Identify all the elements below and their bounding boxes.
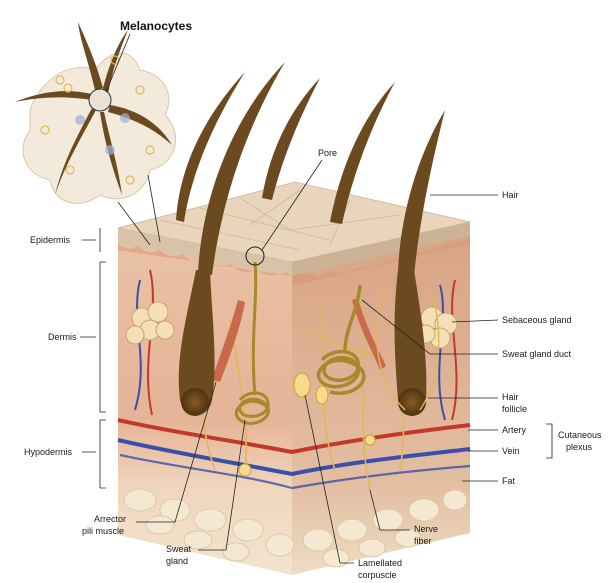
melanocytes-inset bbox=[15, 22, 176, 245]
label-dermis: Dermis bbox=[48, 332, 77, 342]
label-arrector-2: pili muscle bbox=[82, 526, 124, 536]
label-hypodermis: Hypodermis bbox=[24, 447, 73, 457]
label-artery: Artery bbox=[502, 425, 527, 435]
label-sweat-gland-2: gland bbox=[166, 556, 188, 566]
label-sweat-gland-duct: Sweat gland duct bbox=[502, 349, 572, 359]
label-lamellated-2: corpuscle bbox=[358, 570, 397, 580]
label-lamellated-1: Lamellated bbox=[358, 558, 402, 568]
label-epidermis: Epidermis bbox=[30, 235, 71, 245]
label-nerve-fiber-1: Nerve bbox=[414, 524, 438, 534]
label-vein: Vein bbox=[502, 446, 520, 456]
lamellated-corpuscle bbox=[294, 373, 310, 397]
label-nerve-fiber-2: fiber bbox=[414, 536, 432, 546]
label-cutaneous-plexus-2: plexus bbox=[566, 442, 593, 452]
label-sweat-gland-1: Sweat bbox=[166, 544, 192, 554]
label-sebaceous-gland: Sebaceous gland bbox=[502, 315, 572, 325]
label-hair-follicle-2: follicle bbox=[502, 404, 527, 414]
label-melanocytes: Melanocytes bbox=[120, 19, 192, 33]
label-hair: Hair bbox=[502, 190, 519, 200]
label-cutaneous-plexus-1: Cutaneous bbox=[558, 430, 602, 440]
label-fat: Fat bbox=[502, 476, 516, 486]
label-pore: Pore bbox=[318, 148, 337, 158]
label-arrector-1: Arrector bbox=[94, 514, 126, 524]
label-hair-follicle-1: Hair bbox=[502, 392, 519, 402]
